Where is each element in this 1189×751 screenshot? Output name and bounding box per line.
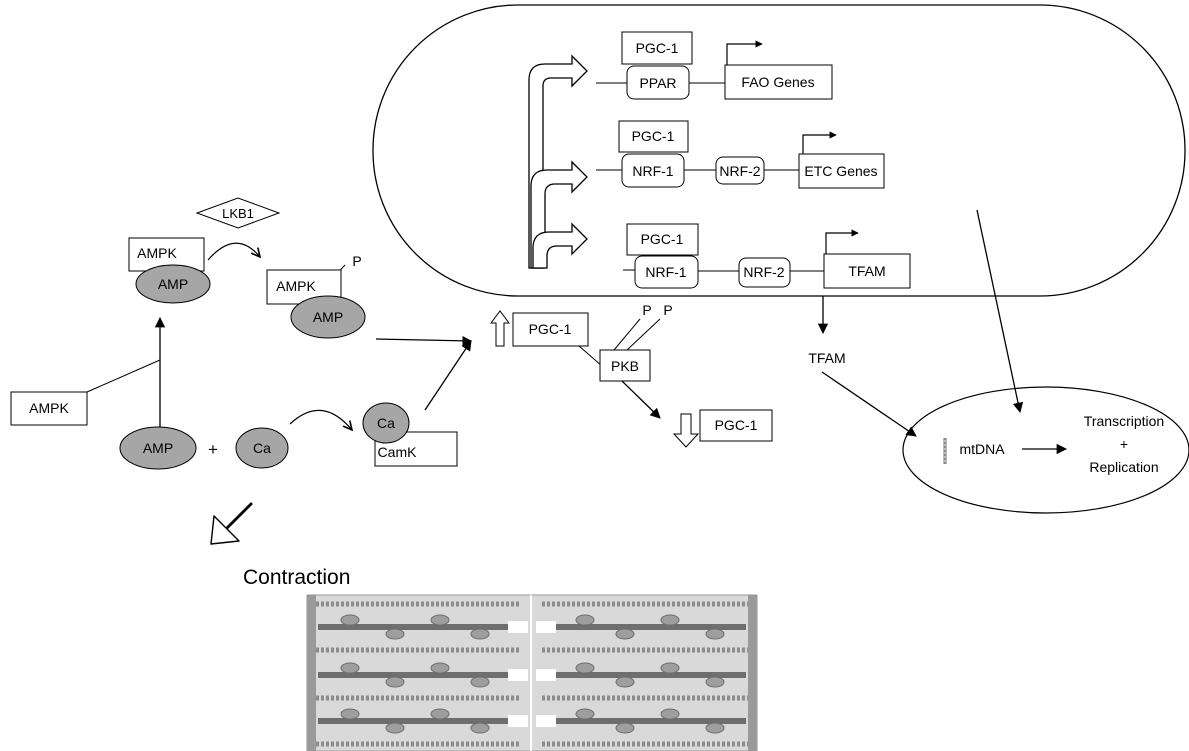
pkb-label: PKB xyxy=(611,358,639,374)
ca-binding-curved-arrow xyxy=(289,409,352,430)
transcription-branch-arrows xyxy=(528,54,588,269)
amp-active-ellipse xyxy=(290,295,366,339)
process-plus-label: + xyxy=(1120,436,1128,452)
nucleus-outline xyxy=(372,4,1186,297)
amp-bound-ellipse xyxy=(135,264,211,304)
tfam-protein-label: TFAM xyxy=(808,350,845,366)
tfam-gene-box xyxy=(823,253,911,289)
replication-label: Replication xyxy=(1089,459,1158,475)
thin-filaments xyxy=(316,601,748,747)
nrf1-box-row3 xyxy=(634,255,699,289)
ca-bound-label: Ca xyxy=(377,415,395,431)
ampk-phospho-label: P xyxy=(352,253,361,269)
contraction-hollow-arrow xyxy=(210,502,253,545)
pgc1-down-box xyxy=(699,409,773,442)
pkb-to-pgc1-arrow xyxy=(621,380,661,419)
contraction-label: Contraction xyxy=(243,566,350,589)
thick-filaments xyxy=(318,624,746,724)
mtdna-icon xyxy=(943,438,947,464)
mitochondrion-outline xyxy=(902,386,1189,514)
pkb-box xyxy=(599,349,651,382)
lkb1-diamond xyxy=(195,197,281,229)
ampk-free-label: AMPK xyxy=(29,400,69,416)
sarcomere-illustration xyxy=(306,594,758,751)
etc-genes-box xyxy=(798,153,885,189)
nrf1-label-row3: NRF-1 xyxy=(645,264,686,280)
pgc1-label-row3: PGC-1 xyxy=(641,231,684,247)
lkb1-label: LKB1 xyxy=(222,206,254,221)
tfam-gene-label: TFAM xyxy=(848,263,885,279)
branch-arrow-nrf-tfam xyxy=(532,222,588,269)
pkb-phospho-label-2: P xyxy=(663,302,672,318)
transcription-label: Transcription xyxy=(1084,413,1164,429)
mtdna-label: mtDNA xyxy=(959,441,1005,457)
amp-ellipse xyxy=(119,426,197,470)
nucleus-to-mito-arrow xyxy=(976,209,1024,414)
tss-arrow-tfam xyxy=(825,229,859,254)
pgc1-label-row2: PGC-1 xyxy=(632,128,675,144)
pgc1-box-row3 xyxy=(626,223,699,256)
tss-arrow-etc xyxy=(802,131,837,154)
pgc1-up-hollow-arrow xyxy=(490,310,510,347)
amp-bound-label: AMP xyxy=(158,276,188,292)
myosin-heads xyxy=(340,614,725,734)
pgc1-box-row2 xyxy=(618,120,689,153)
tfam-to-mtdna-arrow xyxy=(821,371,917,437)
ca-label: Ca xyxy=(253,440,271,456)
ca-bound-ellipse xyxy=(362,402,410,444)
fao-genes-label: FAO Genes xyxy=(741,74,814,90)
activation-curved-arrow xyxy=(207,242,260,261)
pgc1-up-box xyxy=(512,312,589,347)
nrf2-label-row3: NRF-2 xyxy=(743,264,784,280)
plus-sign: + xyxy=(208,440,218,459)
amp-active-label: AMP xyxy=(313,309,343,325)
amp-label: AMP xyxy=(143,440,173,456)
ampk-active-label: AMPK xyxy=(276,278,316,294)
nrf1-label-row2: NRF-1 xyxy=(632,163,673,179)
fao-genes-box xyxy=(724,64,833,100)
ampk-free-box xyxy=(10,391,88,426)
pgc1-up-label: PGC-1 xyxy=(529,321,572,337)
pkb-phospho-label-1: P xyxy=(642,302,651,318)
ampk-complex-label: AMPK xyxy=(137,245,177,261)
pgc1-down-label: PGC-1 xyxy=(715,417,758,433)
ampk-to-pgc1-arrow xyxy=(375,336,472,346)
pgc1-down-hollow-arrow xyxy=(672,413,700,448)
pgc1-box-row1 xyxy=(621,31,693,65)
nrf2-label-row2: NRF-2 xyxy=(719,163,760,179)
m-line-blocks xyxy=(508,621,556,727)
camk-to-pgc1-arrow xyxy=(424,340,472,411)
tss-arrow-fao xyxy=(726,40,763,65)
etc-genes-label: ETC Genes xyxy=(804,163,877,179)
camk-label: CamK xyxy=(378,444,418,460)
ppar-label: PPAR xyxy=(639,75,676,91)
nrf2-box-row3 xyxy=(738,257,791,288)
ca-ellipse xyxy=(235,427,289,469)
pgc1-label-row1: PGC-1 xyxy=(636,40,679,56)
